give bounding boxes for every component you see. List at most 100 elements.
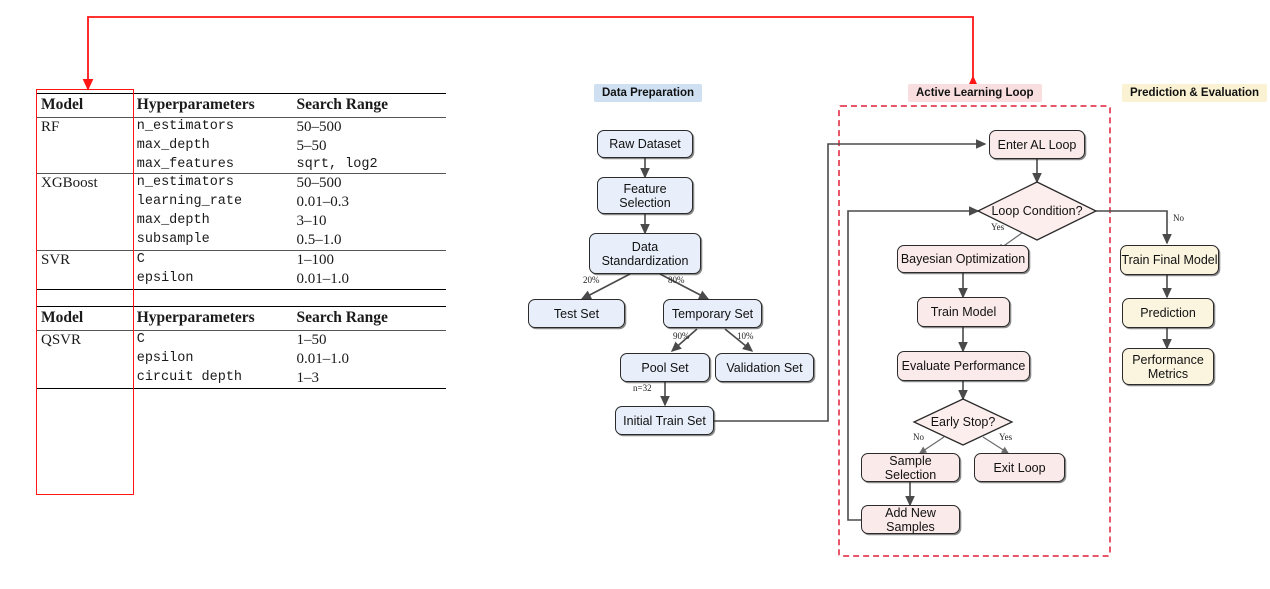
- node-add-new-samples[interactable]: Add New Samples: [861, 505, 960, 534]
- edge-early-stop-yes: [982, 436, 1010, 454]
- cell-range: 0.01–0.3: [296, 194, 350, 210]
- edge-label-pool-split: 90%: [673, 331, 690, 341]
- table-row: learning_rate 0.01–0.3: [36, 193, 446, 212]
- column-header-search-range: Search Range: [296, 93, 446, 118]
- table-header-row: Model Hyperparameters Search Range: [36, 306, 446, 331]
- section-label-data-preparation: Data Preparation: [594, 84, 703, 102]
- cell-model: RF: [36, 117, 137, 137]
- edge-temporary-to-validation: [724, 328, 754, 352]
- cell-hyperparameter: epsilon: [136, 351, 194, 366]
- table-row: max_depth 5–50: [36, 137, 446, 156]
- cell-hyperparameter: circuit depth: [136, 369, 297, 389]
- node-validation-set[interactable]: Validation Set: [715, 353, 814, 382]
- node-bayesian-optimization[interactable]: Bayesian Optimization: [897, 245, 1029, 273]
- node-pool-set[interactable]: Pool Set: [620, 353, 710, 382]
- node-initial-train-set[interactable]: Initial Train Set: [615, 406, 714, 435]
- node-raw-dataset[interactable]: Raw Dataset: [597, 130, 693, 158]
- edge-label-temp-split: 80%: [668, 275, 685, 285]
- cell-hyperparameter: epsilon: [136, 270, 297, 290]
- node-evaluate-performance[interactable]: Evaluate Performance: [897, 351, 1030, 381]
- cell-model: [36, 369, 137, 389]
- node-prediction[interactable]: Prediction: [1122, 298, 1214, 328]
- node-feature-selection-label: Feature Selection: [619, 181, 671, 210]
- cell-hyperparameter: learning_rate: [136, 194, 243, 209]
- active-learning-loop-container: [838, 105, 1111, 557]
- edge-label-validation-split: 10%: [737, 331, 754, 341]
- decision-early-stop[interactable]: [912, 398, 1014, 446]
- cell-range: sqrt, log2: [296, 157, 378, 172]
- table-row: SVR C 1–100: [36, 250, 446, 270]
- table-row: circuit depth 1–3: [36, 369, 446, 389]
- table-row: XGBoost n_estimators 50–500: [36, 173, 446, 193]
- cell-range: 1–50: [296, 332, 327, 348]
- node-enter-al-loop[interactable]: Enter AL Loop: [989, 130, 1085, 159]
- edge-loop-condition-no: [1096, 210, 1172, 245]
- cell-hyperparameter: C: [136, 250, 297, 270]
- section-label-active-learning-loop: Active Learning Loop: [908, 84, 1042, 102]
- cell-range: 0.5–1.0: [296, 232, 342, 248]
- cell-hyperparameter: n_estimators: [136, 173, 297, 193]
- table-row: epsilon 0.01–1.0: [36, 270, 446, 290]
- node-exit-loop[interactable]: Exit Loop: [974, 453, 1065, 482]
- edge-add-samples-feedback: [847, 206, 980, 521]
- node-test-set[interactable]: Test Set: [528, 299, 625, 328]
- cell-range: 0.01–1.0: [296, 351, 350, 367]
- edge-label-initial-n: n=32: [633, 383, 652, 393]
- edge-standardization-to-temporary: [659, 273, 710, 300]
- table-row: max_features sqrt, log2: [36, 156, 446, 174]
- column-header-search-range: Search Range: [296, 306, 446, 331]
- cell-hyperparameter: C: [136, 332, 145, 347]
- cell-hyperparameter: max_features: [136, 157, 234, 172]
- cell-hyperparameter: max_depth: [136, 213, 210, 228]
- node-train-model[interactable]: Train Model: [917, 297, 1010, 327]
- node-train-final-model[interactable]: Train Final Model: [1120, 245, 1219, 275]
- node-data-standardization-label: Data Standardization: [601, 239, 689, 268]
- cell-range: 1–3: [296, 369, 446, 389]
- edge-label-stop-no: No: [913, 432, 924, 442]
- column-header-hyperparameters: Hyperparameters: [136, 93, 297, 118]
- table-header-row: Model Hyperparameters Search Range: [36, 93, 446, 118]
- node-sample-selection[interactable]: Sample Selection: [861, 453, 960, 482]
- cell-hyperparameter: n_estimators: [136, 117, 297, 137]
- cell-hyperparameter: subsample: [136, 232, 210, 247]
- node-data-standardization[interactable]: Data Standardization: [589, 233, 701, 274]
- hyperparameter-table-quantum: Model Hyperparameters Search Range QSVR …: [36, 306, 446, 389]
- cell-range: 3–10: [296, 213, 327, 229]
- edge-initial-train-to-enter-loop: [714, 139, 987, 422]
- cell-model: [36, 270, 137, 290]
- cell-hyperparameter: max_depth: [136, 138, 210, 153]
- node-performance-metrics-label: Performance Metrics: [1132, 352, 1204, 381]
- cell-model: QSVR: [41, 332, 82, 348]
- edge-early-stop-no: [919, 436, 945, 454]
- decision-loop-condition[interactable]: [976, 181, 1098, 241]
- cell-range: 0.01–1.0: [296, 270, 446, 290]
- node-performance-metrics[interactable]: Performance Metrics: [1122, 348, 1214, 385]
- table-row: subsample 0.5–1.0: [36, 231, 446, 251]
- edge-standardization-to-test: [580, 273, 631, 300]
- node-temporary-set[interactable]: Temporary Set: [663, 299, 762, 328]
- column-header-model: Model: [36, 93, 137, 118]
- table-row: RF n_estimators 50–500: [36, 117, 446, 137]
- edge-label-test-split: 20%: [583, 275, 600, 285]
- cell-range: 50–500: [296, 173, 446, 193]
- column-header-model: Model: [36, 306, 137, 331]
- edge-label-stop-yes: Yes: [999, 432, 1013, 442]
- edge-temporary-to-pool: [670, 328, 698, 352]
- column-header-hyperparameters: Hyperparameters: [136, 306, 297, 331]
- section-label-prediction-evaluation: Prediction & Evaluation: [1122, 84, 1268, 102]
- edge-label-loop-no: No: [1173, 213, 1184, 223]
- cell-range: 50–500: [296, 117, 446, 137]
- table-row: QSVR C 1–50: [36, 331, 446, 351]
- node-feature-selection[interactable]: Feature Selection: [597, 177, 693, 214]
- table-row: max_depth 3–10: [36, 212, 446, 231]
- hyperparameter-tables: Model Hyperparameters Search Range RF n_…: [36, 93, 456, 389]
- cell-model: XGBoost: [36, 173, 137, 193]
- annotation-arrow-path: [82, 16, 979, 91]
- cell-range: 1–100: [296, 250, 446, 270]
- edge-label-loop-yes: Yes: [991, 222, 1005, 232]
- cell-model: SVR: [36, 250, 137, 270]
- cell-range: 5–50: [296, 138, 327, 154]
